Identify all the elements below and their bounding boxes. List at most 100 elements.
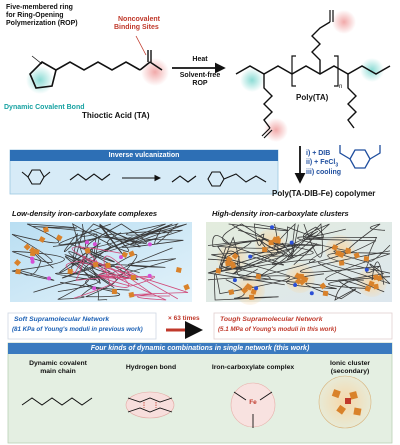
polymer-chain [61, 232, 122, 279]
polymer-chain [207, 223, 291, 258]
crosslink-node [85, 240, 89, 245]
crosslink-node [270, 225, 274, 230]
iron-complex [38, 236, 46, 243]
polymer-chain [286, 273, 364, 301]
polymer-chain [286, 223, 348, 261]
iron-complex [368, 280, 375, 288]
heat-label: Heat [192, 56, 208, 63]
dynamic-bond-label: Dynamic Covalent Bond [4, 104, 85, 111]
iron-complex [175, 267, 182, 273]
iron-complex [92, 261, 99, 268]
iron-complex-icon [230, 382, 276, 428]
iron-complex [84, 247, 91, 254]
iron-complex [225, 255, 233, 263]
repeat-subscript: n [339, 84, 343, 90]
poly-ta-structure [235, 10, 391, 142]
vulcanization-scheme [21, 169, 267, 187]
polymer-chain [299, 239, 391, 273]
iron-complex [364, 285, 372, 292]
noncovalent-pointer [135, 35, 147, 56]
crosslink-node [293, 283, 298, 287]
improvement-label: × 63 times [168, 315, 200, 322]
iron-complex [231, 252, 239, 260]
polymer-chain [272, 222, 319, 266]
iron-complex [372, 274, 379, 281]
polymer-chain [11, 249, 65, 281]
iron-complex [363, 255, 370, 262]
iron-complex [322, 290, 329, 297]
iron-complex [294, 272, 302, 280]
step1-label: i) + DIB [306, 150, 331, 157]
combo-1-label-line1: Dynamic covalent [29, 360, 87, 367]
conditions-line1: Solvent-free [179, 72, 221, 79]
iron-complex [228, 289, 235, 296]
ring-label-line3: Polymerization (ROP) [6, 20, 78, 27]
combo-4-label-line2: (secondary) [330, 368, 370, 375]
polymer-chain [55, 256, 140, 289]
iron-complex [183, 283, 190, 291]
iron-complex [241, 286, 249, 294]
polymer-chain [104, 223, 187, 252]
iron-complex [55, 234, 63, 242]
iron-complex [353, 252, 361, 259]
iron-complex [29, 250, 36, 257]
crosslink-node [254, 286, 259, 291]
polymer-chain [63, 223, 147, 263]
iron-complex [105, 262, 111, 269]
dynamic-chain-icon [21, 397, 93, 406]
step3-label: iii) cooling [306, 169, 341, 176]
iron-complex [67, 268, 73, 275]
polymer-chain [101, 265, 189, 301]
iron-complex [345, 248, 351, 254]
low-density-network [11, 223, 190, 301]
iron-complex [130, 275, 136, 281]
iron-complex [128, 291, 135, 298]
iron-complex [331, 244, 339, 251]
crosslink-node [30, 259, 35, 264]
vulcanization-header [10, 150, 278, 161]
crosslink-node [147, 242, 152, 247]
conditions-line2: ROP [192, 80, 208, 87]
polymer-chain [318, 252, 391, 293]
iron-complex [249, 294, 255, 300]
polymer-chain [233, 243, 322, 266]
iron-complex [338, 260, 345, 266]
ta-name: Thioctic Acid (TA) [82, 111, 150, 120]
combo-2-label: Hydrogen bond [125, 364, 177, 371]
noncovalent-line1: Noncovalent [118, 16, 161, 23]
iron-complex [250, 288, 257, 295]
iron-complex [121, 251, 129, 259]
crosslink-node [232, 278, 237, 283]
combo-4-label-line1: Ionic cluster [329, 360, 371, 367]
crosslink-node [92, 286, 97, 291]
tough-modulus: (5.1 MPa of Young's moduli in this work) [218, 326, 337, 333]
crosslink-node [309, 291, 314, 296]
polymer-chain [96, 271, 155, 287]
iron-complex [255, 273, 262, 280]
iron-complex [13, 259, 22, 267]
iron-complex [244, 283, 252, 291]
ionic-cluster-icon [318, 375, 372, 429]
crosslink-node [289, 240, 294, 245]
crosslink-node [364, 267, 369, 272]
low-density-title: Low-density iron-carboxylate complexes [12, 209, 158, 218]
combo-3-label: Iron-carboxylate complex [211, 364, 295, 371]
iron-complex [33, 248, 40, 255]
soft-network-box [7, 312, 157, 340]
polymer-chain [258, 223, 346, 256]
polymer-chain [11, 223, 99, 263]
tough-network-box [213, 312, 393, 340]
polymer-chain [96, 223, 184, 254]
crosslink-node [47, 276, 51, 281]
combinations-header [8, 343, 392, 354]
dib-structure [339, 145, 381, 169]
iron-complex [15, 268, 21, 275]
soft-modulus: (81 KPa of Young's moduli in previous wo… [12, 326, 143, 333]
polymer-chain [207, 273, 290, 301]
iron-complex [23, 243, 31, 251]
iron-complex [298, 278, 306, 286]
tough-title: Tough Supramolecular Network [220, 316, 323, 323]
high-density-network [207, 222, 391, 305]
